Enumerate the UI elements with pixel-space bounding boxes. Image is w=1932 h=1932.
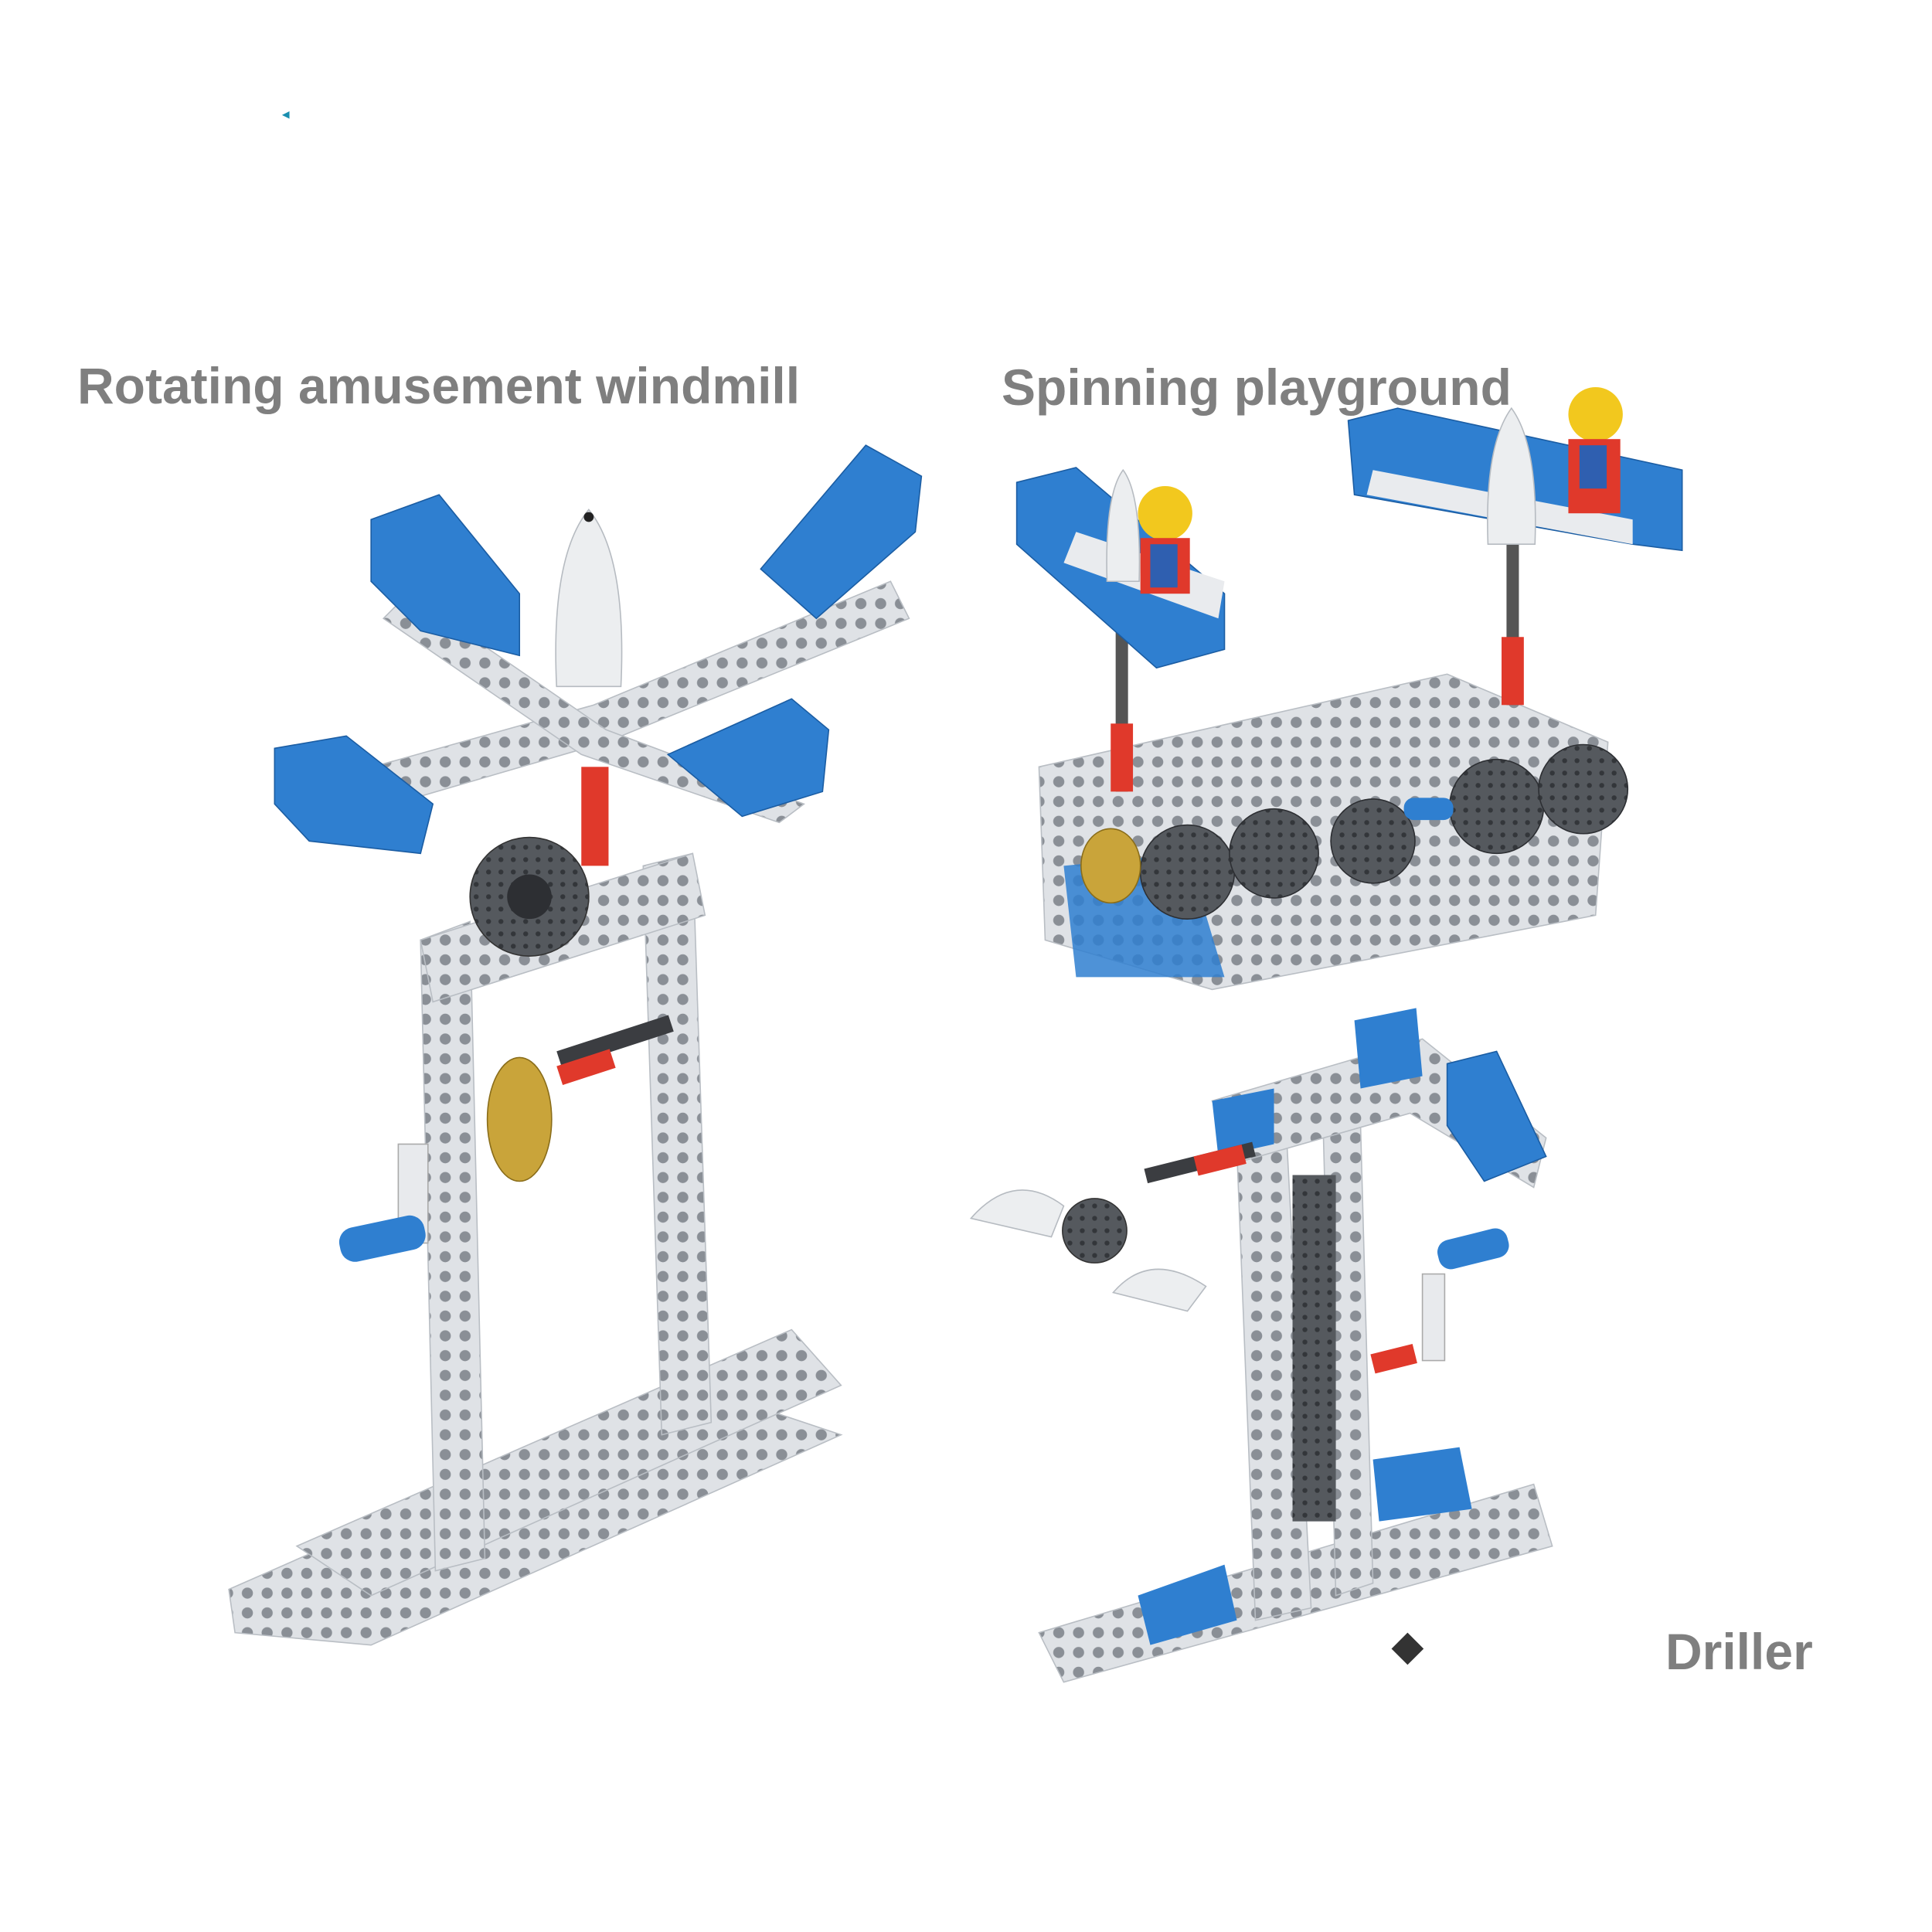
spinning-playground-model	[1015, 386, 1683, 991]
driller-model	[969, 1008, 1553, 1683]
label-driller: Driller	[1665, 1623, 1813, 1680]
label-spinning-playground: Spinning playground	[1002, 359, 1512, 416]
diamond-marker	[1391, 1632, 1424, 1665]
windmill-model	[228, 444, 923, 1646]
label-rotating-amusement-windmill: Rotating amusement windmill	[77, 357, 801, 414]
small-mark	[281, 111, 290, 119]
